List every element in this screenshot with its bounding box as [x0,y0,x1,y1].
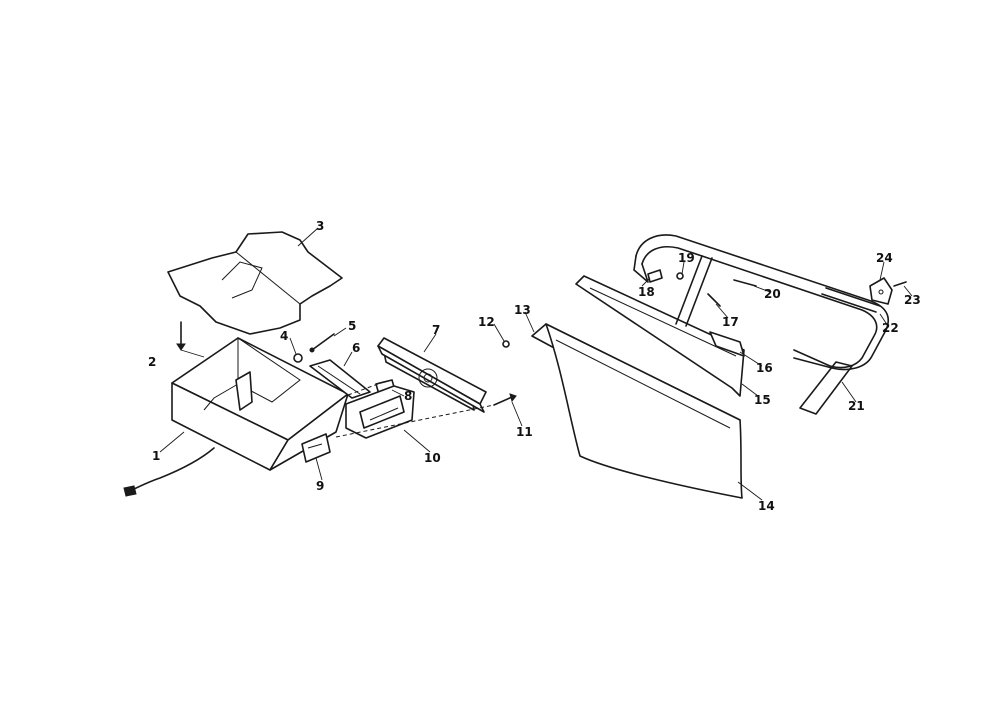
callout-1: 1 [152,449,160,463]
fastener-19-part [676,272,684,280]
bracket-part [309,359,371,399]
screw-part [309,333,335,353]
callout-22: 22 [882,321,899,335]
callout-7: 7 [432,323,440,337]
callout-3: 3 [316,219,324,233]
callout-17: 17 [722,315,739,329]
storage-box-part [123,337,349,497]
bolt-23-part [893,281,907,287]
callout-4: 4 [280,329,288,343]
callout-16: 16 [756,361,773,375]
mounting-strip-part [575,275,745,397]
pin-part [176,321,205,358]
callout-20: 20 [764,287,781,301]
callout-labels: 1 2 3 4 5 6 7 8 9 10 11 12 13 14 15 16 1… [148,219,921,513]
light-housing-part [345,385,415,439]
grille-lens-part [377,337,487,413]
callout-2: 2 [148,355,156,369]
clip-part [709,331,745,357]
callout-11: 11 [516,425,533,439]
windshield-panel-part [531,323,743,499]
callout-5: 5 [348,319,356,333]
floor-mat-part [167,231,343,335]
nut-12-part [502,340,510,348]
screw-11-part [493,393,517,406]
callout-18: 18 [638,285,655,299]
bumper-frame-part [633,234,890,415]
callout-12: 12 [478,315,495,329]
nut-part [293,353,303,363]
leader-lines [159,227,913,501]
callout-19: 19 [678,251,695,265]
callout-21: 21 [848,399,865,413]
callout-6: 6 [352,341,360,355]
callout-10: 10 [424,451,441,465]
callout-24: 24 [876,251,893,265]
callout-14: 14 [758,499,775,513]
fastener-18-part [647,269,663,283]
callout-23: 23 [904,293,921,307]
callout-13: 13 [514,303,531,317]
callout-15: 15 [754,393,771,407]
callout-8: 8 [404,389,412,403]
fastener-17-part [707,293,721,307]
bracket-24-part [869,277,893,305]
assembly-guide-lines [335,383,495,438]
callout-9: 9 [316,479,324,493]
rod-20-part [733,279,757,287]
